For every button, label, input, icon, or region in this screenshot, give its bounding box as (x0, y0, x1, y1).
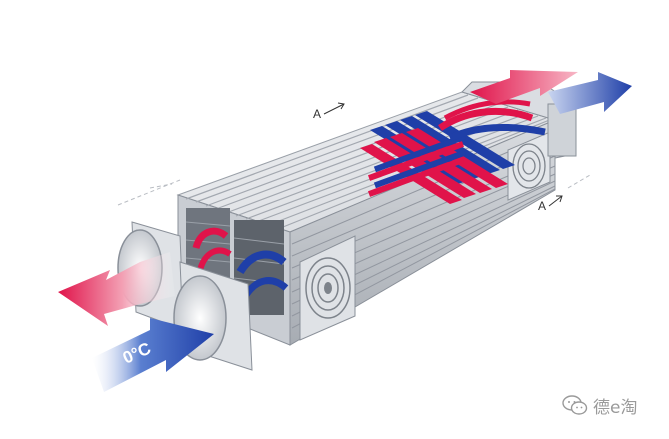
rear-fan-grille (507, 131, 551, 201)
internal-flow-arrows (438, 99, 546, 142)
front-fan-grille (299, 235, 356, 341)
section-marker-bottom: A (538, 195, 563, 213)
svg-text:A: A (538, 199, 546, 213)
outlet-warm-arrow (470, 70, 578, 104)
construction-lines (117, 174, 591, 341)
wechat-icon (562, 395, 588, 415)
outlet-cold-arrow (548, 72, 632, 114)
section-marker-top: A (313, 102, 345, 121)
watermark-text: 德e淘 (593, 397, 638, 418)
inlet-cold-arrow: 0°C (92, 318, 214, 392)
cross-flow-channels (360, 111, 515, 204)
watermark: 德e淘 (562, 392, 637, 418)
exhaust-warm-arrow (58, 252, 175, 326)
svg-text:A: A (313, 107, 321, 121)
